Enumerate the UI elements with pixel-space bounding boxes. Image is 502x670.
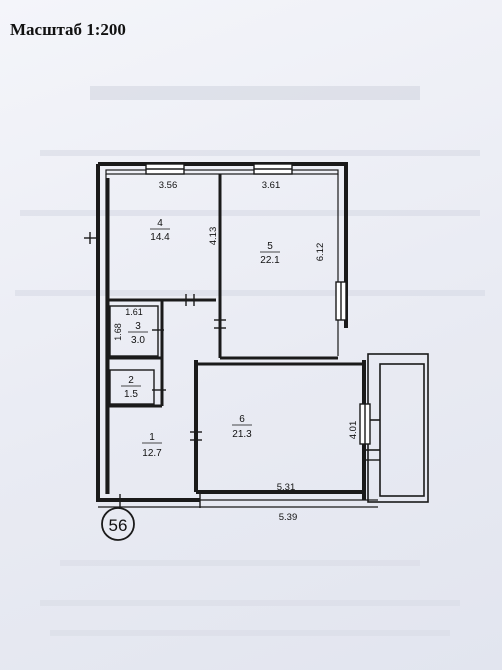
door-marks <box>84 232 380 508</box>
outer-wall-lines <box>98 169 378 508</box>
room-4-area: 14.4 <box>150 232 170 243</box>
dim-room3-width: 1.61 <box>125 307 143 317</box>
room-1-area: 12.7 <box>142 448 162 459</box>
dim-room5-depth: 6.12 <box>315 243 326 262</box>
room-3-area: 3.0 <box>131 335 145 346</box>
room-4-number: 4 <box>157 218 163 229</box>
bleed-through-text <box>15 86 485 636</box>
room-2-area: 1.5 <box>124 389 138 400</box>
dim-room6-width: 5.31 <box>277 482 296 493</box>
room-labels: 4 14.4 5 22.1 3 3.0 2 1.5 1 12.7 6 21.3 <box>121 218 280 459</box>
room-2-number: 2 <box>128 375 134 386</box>
room-6-number: 6 <box>239 414 245 425</box>
apartment-number-marker: 56 <box>101 507 135 541</box>
scale-title: Масштаб 1:200 <box>10 20 126 39</box>
dimension-labels: 3.56 3.61 4.13 6.12 1.61 1.68 4.01 5.31 … <box>113 180 359 523</box>
apartment-number: 56 <box>109 516 128 535</box>
room-5-number: 5 <box>267 241 273 252</box>
balcony <box>364 353 429 503</box>
dim-room4-depth: 4.13 <box>208 227 219 246</box>
room-5-area: 22.1 <box>260 255 280 266</box>
windows <box>145 163 371 445</box>
small-room-outlines <box>109 305 159 405</box>
dim-room5-width: 3.61 <box>262 180 281 191</box>
room-6-area: 21.3 <box>232 429 252 440</box>
interior-walls <box>106 174 364 494</box>
dim-outer-width: 5.39 <box>279 512 298 523</box>
room-3-number: 3 <box>135 321 141 332</box>
dim-room6-depth: 4.01 <box>348 421 359 440</box>
dim-room4-width: 3.56 <box>159 180 178 191</box>
dim-room3-depth: 1.68 <box>113 323 123 341</box>
room-1-number: 1 <box>149 432 155 443</box>
